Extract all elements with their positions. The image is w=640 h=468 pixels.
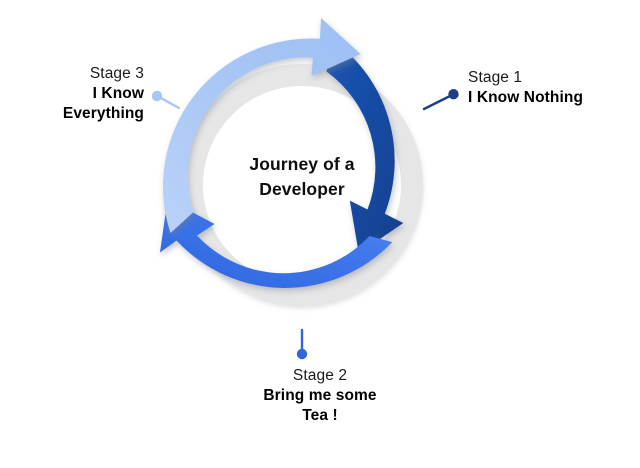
- connector-stage-2: [296, 328, 308, 360]
- stage-2-stage-label: Stage 2: [292, 367, 348, 384]
- stage-2-text-line-1: Bring me some: [263, 386, 377, 404]
- connector-stage-3: [151, 90, 181, 110]
- stage-1-text-line-1: I Know Nothing: [468, 88, 584, 106]
- stage-2-text-line-2: Tea !: [302, 406, 338, 424]
- stage-3-label-group: Stage 3 I Know Everything: [63, 64, 144, 123]
- stage-2-label-group: Stage 2 Bring me some Tea !: [0, 366, 640, 425]
- stage-1-label-group: Stage 1 I Know Nothing: [468, 68, 583, 108]
- stage-3-text-line-2: Everything: [62, 104, 144, 122]
- stage-3-stage-label: Stage 3: [89, 65, 144, 82]
- center-title-line-2: Developer: [259, 179, 345, 200]
- center-title-line-1: Journey of a: [249, 154, 355, 174]
- stage-3-text-line-1: I Know: [92, 84, 144, 102]
- arc-segment-stage-2: [160, 199, 393, 288]
- stage-1-stage-label: Stage 1: [468, 69, 523, 86]
- arc-segment-stage-1: [326, 40, 404, 254]
- connector-stage-1: [422, 89, 459, 111]
- center-white-circle: [203, 86, 401, 284]
- arc-segment-stage-3: [163, 18, 361, 233]
- inner-gray-ring: [181, 64, 423, 306]
- center-title: Journey of a Developer: [202, 152, 402, 203]
